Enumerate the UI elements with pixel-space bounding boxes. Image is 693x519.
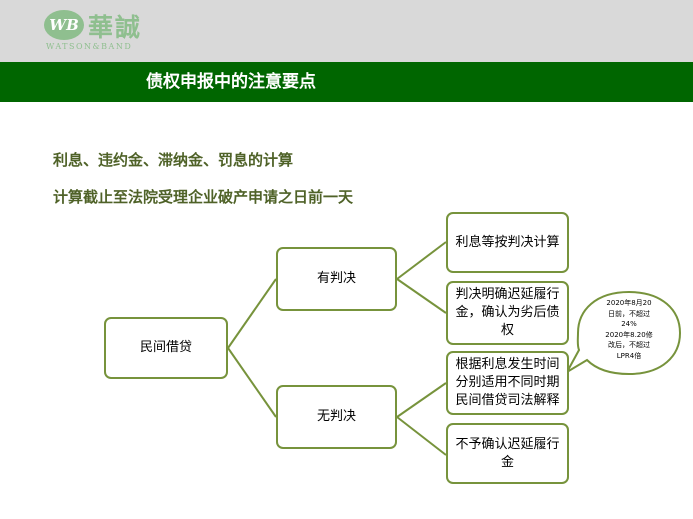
- callout-text: 2020年8月20 日前，不超过 24% 2020年8.20修 改后，不超过 L…: [590, 298, 668, 361]
- callout-line: 改后，不超过: [608, 341, 650, 349]
- connector-with-judgment-to-interest: [396, 241, 447, 280]
- connector-with-judgment-to-late-fee: [396, 278, 447, 314]
- node-private-lending: 民间借贷: [104, 317, 228, 379]
- header-band: [0, 0, 693, 62]
- node-interest-per-judgment: 利息等按判决计算: [446, 212, 569, 273]
- callout-line: LPR4倍: [616, 351, 642, 360]
- title-bar: 债权申报中的注意要点: [0, 62, 693, 102]
- connector-root-to-without-judgment: [227, 347, 277, 418]
- connector-without-judgment-to-interpretation: [396, 382, 447, 418]
- connector-without-judgment-to-no-late-fee: [396, 416, 447, 456]
- node-late-fee-subordinated: 判决明确迟延履行金，确认为劣后债权: [446, 281, 569, 345]
- callout-line: 2020年8月20: [606, 299, 652, 307]
- logo-badge: WB: [44, 10, 84, 40]
- callout-line: 日前，不超过: [608, 309, 650, 318]
- node-with-judgment: 有判决: [276, 247, 397, 311]
- connector-root-to-with-judgment: [227, 278, 277, 349]
- company-logo: WB 華誠 WATSON&BAND: [44, 8, 174, 54]
- logo-chinese-name: 華誠: [88, 13, 143, 42]
- node-judicial-interpretation: 根据利息发生时间分别适用不同时期民间借贷司法解释: [446, 351, 569, 415]
- callout-line: 2020年8.20修: [605, 330, 653, 339]
- subheading-interest: 利息、违约金、滞纳金、罚息的计算: [53, 151, 294, 169]
- node-no-late-fee: 不予确认迟延履行金: [446, 423, 569, 484]
- callout-bubble: [564, 290, 682, 376]
- subheading-cutoff: 计算截止至法院受理企业破产申请之日前一天: [53, 188, 354, 206]
- callout-line: 24%: [621, 320, 637, 328]
- logo-english-name: WATSON&BAND: [46, 42, 133, 51]
- slide-title: 债权申报中的注意要点: [146, 72, 316, 92]
- node-without-judgment: 无判决: [276, 385, 397, 449]
